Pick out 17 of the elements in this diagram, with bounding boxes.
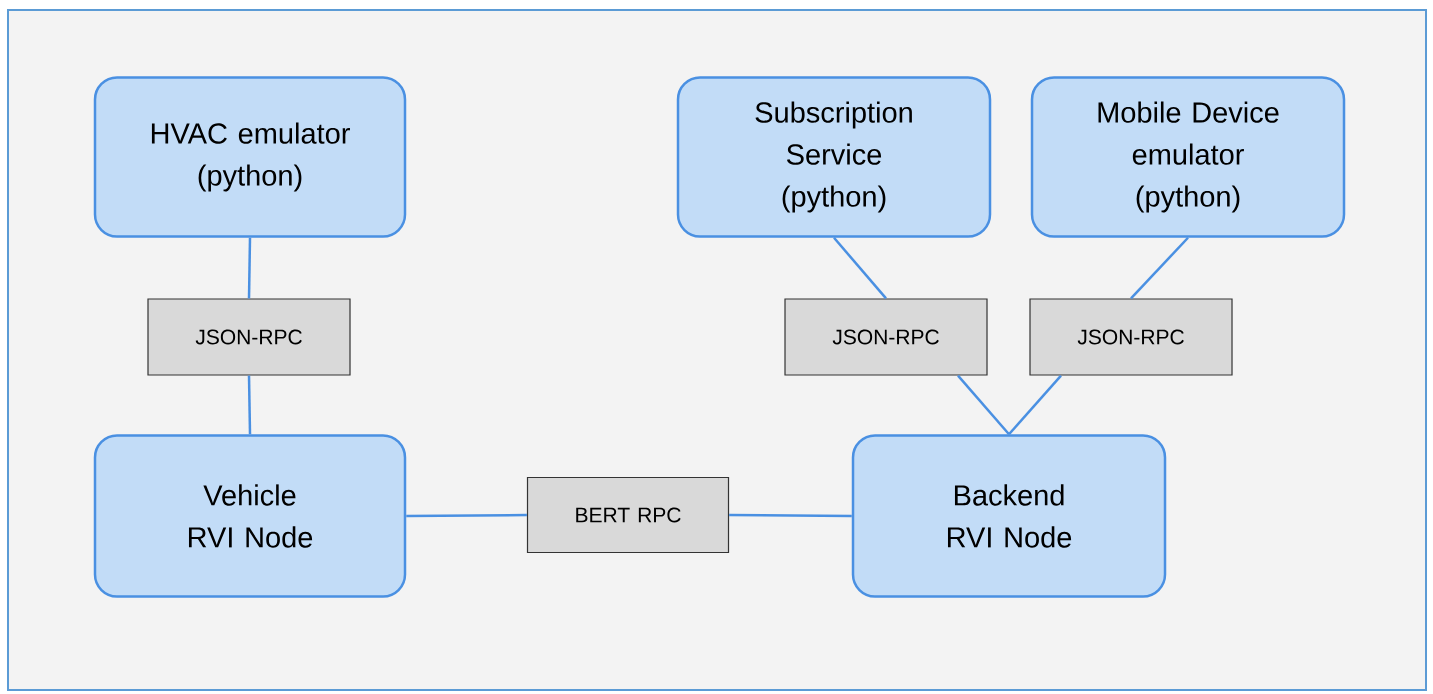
- protocol-box: JSON-RPC: [784, 298, 988, 376]
- protocol-box: BERT RPC: [526, 476, 730, 554]
- component-box: Vehicle RVI Node: [93, 434, 407, 598]
- component-box: HVAC emulator (python): [93, 76, 407, 238]
- connector-line: [247, 237, 252, 299]
- component-box: Backend RVI Node: [851, 434, 1167, 598]
- connector-line: [247, 375, 252, 435]
- connector-line: [833, 236, 887, 300]
- component-box: Subscription Service (python): [676, 76, 992, 238]
- connector-line: [1130, 236, 1189, 300]
- protocol-box: JSON-RPC: [147, 298, 351, 376]
- connector-line: [957, 374, 1010, 436]
- connector-line: [406, 513, 527, 518]
- protocol-box: JSON-RPC: [1029, 298, 1233, 376]
- connector-line: [1008, 374, 1062, 436]
- component-box: Mobile Device emulator (python): [1030, 76, 1346, 238]
- connector-line: [729, 513, 852, 518]
